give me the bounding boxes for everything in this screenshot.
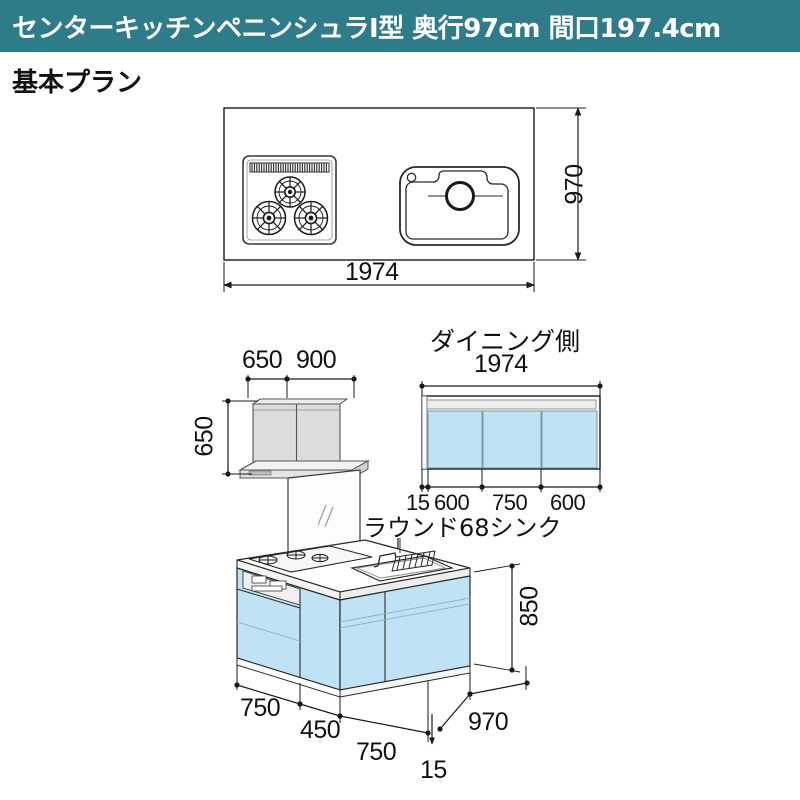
wall-cabinet-width-dimensions [245,375,357,398]
edge-label: 15 [420,756,447,784]
sink-icon [399,166,520,246]
dining-width-label: 1974 [474,350,528,378]
wall-cabinet-height-label: 650 [190,416,219,457]
dish-rack-icon [391,550,436,572]
sink-callout-label: ラウンド68シンク [363,514,562,542]
plan-subtitle: 基本プラン [12,68,143,98]
front-seg-label-3: 750 [356,738,397,766]
dining-segment-dimensions [419,469,603,492]
front-seg-label-2: 450 [300,716,341,744]
wall-cabinet-height-dimension [222,398,258,477]
cooktop-icon [242,155,337,245]
plan-width-label: 1974 [345,258,399,286]
header-bar: センターキッチンペニンシュラI型 奥行97cm 間口197.4cm [0,0,800,52]
dining-seg-label-3: 750 [492,490,528,515]
plan-depth-label: 970 [560,164,589,205]
wall-cabinet-group [222,375,371,562]
dining-seg-label-4: 600 [550,490,586,515]
plan-view-group [223,107,586,292]
burner-right [293,200,329,236]
dining-width-dimension [419,381,603,401]
perspective-depth-label: 970 [468,708,509,736]
wall-cabinet-width-label-1: 650 [242,346,283,374]
dining-side-title: ダイニング側 [430,327,581,356]
dining-side-elevation-group [419,381,603,492]
counter-height-dimension [473,563,521,673]
wall-cabinet-width-label-2: 900 [296,346,337,374]
dining-seg-label-2: 600 [434,490,470,515]
burner-rear [274,176,306,208]
page-title: センターキッチンペニンシュラI型 奥行97cm 間口197.4cm [12,13,721,44]
burner-left [251,200,287,236]
dining-seg-label-1: 15 [406,490,430,515]
counter-height-label: 850 [515,586,544,627]
front-seg-label-1: 750 [240,694,281,722]
